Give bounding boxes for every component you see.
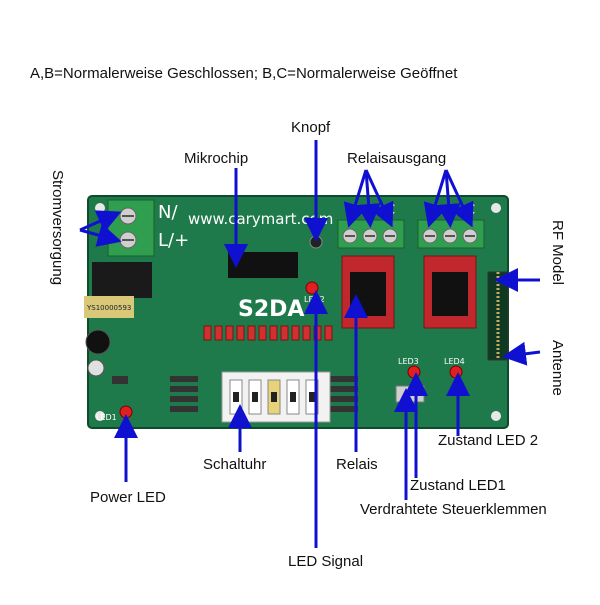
header-note: A,B=Normalerweise Geschlossen; B,C=Norma… (30, 65, 458, 82)
power-module-label: YS10000593 (86, 304, 131, 312)
signal-led-icon (305, 281, 319, 295)
resistor (330, 386, 358, 392)
indicator-led (280, 325, 289, 341)
silk-led2: LED2 (304, 295, 325, 304)
mounting-hole (491, 203, 501, 213)
label-mikrochip: Mikrochip (184, 150, 249, 167)
arrow-antenne (502, 341, 541, 366)
label-relaisausgang: Relaisausgang (347, 150, 447, 167)
label-relais: Relais (336, 456, 378, 473)
relay-terminal-screws (342, 228, 478, 244)
resistor (170, 396, 198, 402)
resistor (330, 376, 358, 382)
indicator-led (247, 325, 256, 341)
label-zustand-led2: Zustand LED 2 (438, 432, 539, 449)
microchip (228, 252, 298, 278)
label-power-led: Power LED (90, 489, 166, 506)
status-led2-icon (449, 365, 463, 379)
label-rf-model: RF Model (549, 220, 566, 286)
silk-url: www.carymart.com (188, 210, 333, 228)
transformer (92, 262, 152, 298)
arrow-relais-a2 (423, 169, 448, 228)
label-schaltuhr: Schaltuhr (203, 456, 267, 473)
indicator-led (291, 325, 300, 341)
indicator-led (225, 325, 234, 341)
arrow-strom-2 (79, 223, 122, 247)
mounting-hole (95, 203, 105, 213)
resistor (330, 406, 358, 412)
resistor (170, 376, 198, 382)
resistor (170, 386, 198, 392)
label-led-signal: LED Signal (288, 553, 364, 570)
label-zustand-led1: Zustand LED1 (410, 477, 506, 494)
indicator-led (203, 325, 212, 341)
indicator-led (258, 325, 267, 341)
silk-l: L/+ (158, 230, 189, 251)
status-led1-icon (407, 365, 421, 379)
arrow-relais-a1 (343, 169, 368, 228)
label-stromversorgung: Stromversorgung (49, 170, 66, 286)
silk-n: N/ (158, 202, 178, 223)
indicator-led (214, 325, 223, 341)
capacitor (87, 359, 105, 377)
mounting-hole (491, 411, 501, 421)
label-knopf: Knopf (291, 119, 331, 136)
silk-model: S2DA (238, 297, 304, 322)
arrow-relais-b2 (436, 169, 461, 228)
button-knopf[interactable] (309, 235, 323, 249)
power-module (84, 296, 134, 318)
resistor (112, 376, 128, 384)
label-antenne: Antenne (549, 340, 566, 396)
power-led-icon (119, 405, 133, 419)
mounting-hole (95, 411, 105, 421)
callout-arrows (79, 140, 541, 548)
indicator-led (302, 325, 311, 341)
capacitor (85, 329, 111, 355)
indicator-led (269, 325, 278, 341)
resistor (330, 396, 358, 402)
arrow-relais-c2 (444, 169, 474, 228)
resistor (170, 406, 198, 412)
silk-led3: LED3 (398, 357, 419, 366)
arrow-strom-1 (79, 210, 122, 233)
wired-control-terminals (395, 385, 425, 403)
arrow-relais-c1 (364, 169, 394, 228)
silk-led4: LED4 (444, 357, 465, 366)
silk-led1: LED1 (96, 413, 117, 422)
indicator-led (324, 325, 333, 341)
arrow-relais-b1 (356, 169, 381, 228)
indicator-led (236, 325, 245, 341)
label-verdrahtete: Verdrahtete Steuerklemmen (360, 501, 547, 518)
